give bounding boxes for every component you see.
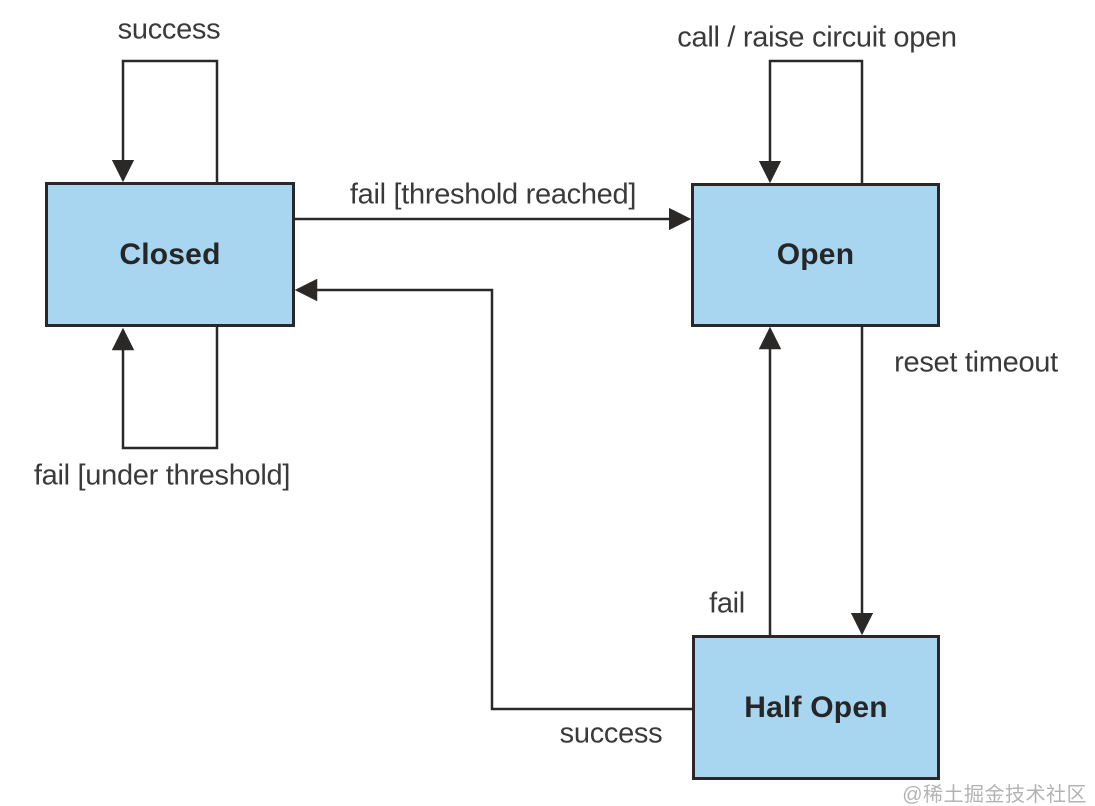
state-half-open-label: Half Open bbox=[744, 690, 888, 724]
state-open: Open bbox=[691, 183, 940, 327]
edge-closed-self-fail-under-threshold bbox=[111, 327, 219, 450]
label-closed-self-success: success bbox=[117, 13, 221, 46]
state-half-open: Half Open bbox=[692, 635, 940, 780]
edge-open-self-call-raise bbox=[758, 59, 864, 184]
label-reset-timeout: reset timeout bbox=[894, 346, 1058, 379]
label-fail-under-threshold: fail [under threshold] bbox=[33, 459, 291, 492]
watermark-text: @稀土掘金技术社区 bbox=[902, 784, 1087, 806]
label-call-raise-circuit-open: call / raise circuit open bbox=[677, 21, 957, 54]
state-open-label: Open bbox=[776, 238, 855, 271]
state-closed-label: Closed bbox=[119, 237, 221, 271]
label-halfopen-success: success bbox=[559, 717, 663, 750]
state-closed: Closed bbox=[45, 182, 295, 327]
label-fail-threshold-reached: fail [threshold reached] bbox=[349, 178, 637, 211]
edge-halfopen-to-closed-success bbox=[294, 278, 692, 711]
label-fail: fail bbox=[709, 587, 745, 620]
edge-closed-self-success bbox=[111, 59, 219, 183]
